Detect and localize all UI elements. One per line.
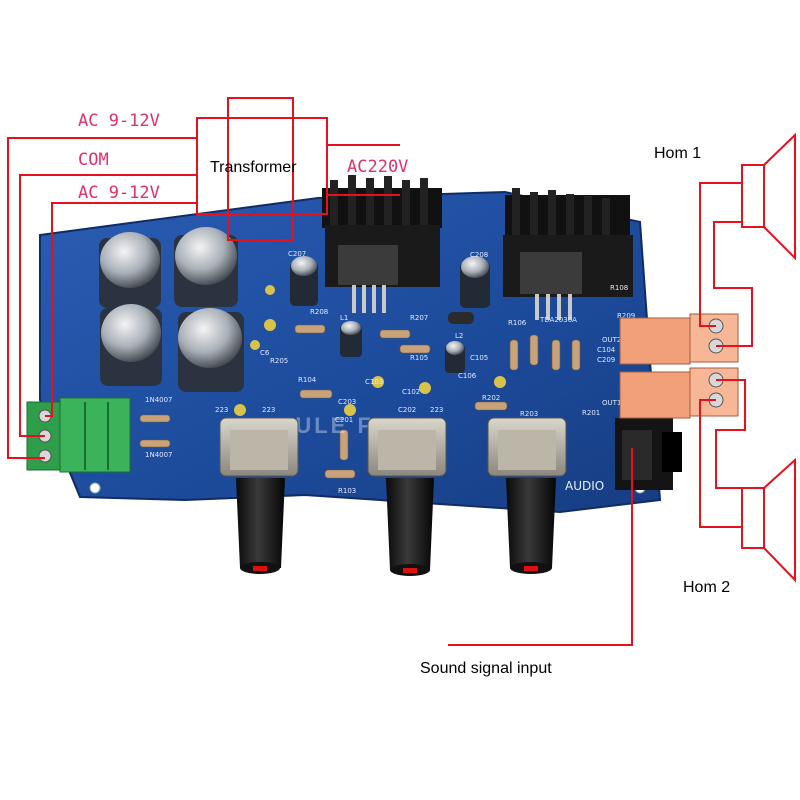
svg-text:TDA2030A: TDA2030A xyxy=(539,316,577,324)
audio-label: AUDIO xyxy=(565,479,604,493)
svg-text:223: 223 xyxy=(430,406,443,414)
mount-hole xyxy=(89,482,101,494)
silkscreen-labels: C207 R208 C208 R207 TDA2030A R106 C104 C… xyxy=(145,250,635,495)
svg-text:R202: R202 xyxy=(482,394,500,402)
svg-text:OUT1: OUT1 xyxy=(602,399,621,407)
transformer-label: Transformer xyxy=(210,159,297,176)
svg-text:C6: C6 xyxy=(260,349,270,357)
svg-text:R104: R104 xyxy=(298,376,317,384)
svg-text:C103: C103 xyxy=(365,378,383,386)
svg-text:C104: C104 xyxy=(597,346,616,354)
tda2030a-chip xyxy=(338,245,398,285)
svg-text:C208: C208 xyxy=(470,251,488,259)
svg-text:C201: C201 xyxy=(335,416,353,424)
potentiometer-knob-icon[interactable] xyxy=(487,417,567,574)
audio-jack-icon[interactable] xyxy=(615,418,682,490)
horn-2-label: Hom 2 xyxy=(683,579,730,596)
svg-text:R203: R203 xyxy=(520,410,538,418)
svg-text:R209: R209 xyxy=(617,312,635,320)
speaker-icon xyxy=(741,132,796,261)
svg-text:C202: C202 xyxy=(398,406,416,414)
svg-text:L1: L1 xyxy=(340,314,348,322)
capacitor-icon xyxy=(290,256,318,306)
ac220v-label: AC220V xyxy=(347,157,408,177)
speaker-icon xyxy=(741,457,796,583)
svg-text:L2: L2 xyxy=(455,332,463,340)
transformer-core xyxy=(196,117,328,215)
tda2030a-chip xyxy=(520,252,582,294)
capacitor-icon xyxy=(174,227,238,307)
svg-text:R207: R207 xyxy=(410,314,428,322)
com-label: COM xyxy=(78,150,109,170)
svg-text:C207: C207 xyxy=(288,250,306,258)
svg-text:1N4007: 1N4007 xyxy=(145,451,173,459)
svg-text:C106: C106 xyxy=(458,372,477,380)
capacitor-icon xyxy=(100,304,162,386)
svg-text:C105: C105 xyxy=(470,354,488,362)
svg-text:1N4007: 1N4007 xyxy=(145,396,173,404)
svg-text:R106: R106 xyxy=(508,319,527,327)
svg-text:C209: C209 xyxy=(597,356,615,364)
heatsink-right-icon xyxy=(503,188,633,320)
transformer-box xyxy=(227,97,294,241)
svg-text:223: 223 xyxy=(262,406,275,414)
wiring xyxy=(7,97,753,646)
svg-text:223: 223 xyxy=(215,406,228,414)
horn-1-label: Hom 1 xyxy=(654,145,701,162)
svg-text:C102: C102 xyxy=(402,388,420,396)
svg-text:R208: R208 xyxy=(310,308,328,316)
svg-text:C203: C203 xyxy=(338,398,356,406)
heatsink-left-icon xyxy=(322,175,442,313)
svg-text:OUT2: OUT2 xyxy=(602,336,621,344)
svg-text:R108: R108 xyxy=(610,284,628,292)
capacitor-icon xyxy=(340,321,362,357)
potentiometer-knob-icon[interactable] xyxy=(367,417,447,576)
capacitor-icon xyxy=(99,232,161,308)
ceramic-capacitors xyxy=(234,285,506,416)
sound-signal-input-label: Sound signal input xyxy=(420,660,552,677)
svg-text:R103: R103 xyxy=(338,487,356,495)
capacitor-icon xyxy=(178,308,244,392)
ac-9-12v-bottom-label: AC 9-12V xyxy=(78,183,160,203)
inductor xyxy=(448,312,474,324)
ac-9-12v-top-label: AC 9-12V xyxy=(78,111,160,131)
capacitor-icon xyxy=(445,341,465,373)
resistor-array xyxy=(139,324,581,479)
potentiometer-knob-icon[interactable] xyxy=(219,417,299,574)
terminal-block-icon[interactable] xyxy=(619,367,739,419)
capacitor-icon xyxy=(460,256,490,308)
svg-text:R205: R205 xyxy=(270,357,288,365)
terminal-block-icon[interactable] xyxy=(619,313,739,365)
svg-text:R105: R105 xyxy=(410,354,428,362)
svg-text:R201: R201 xyxy=(582,409,600,417)
